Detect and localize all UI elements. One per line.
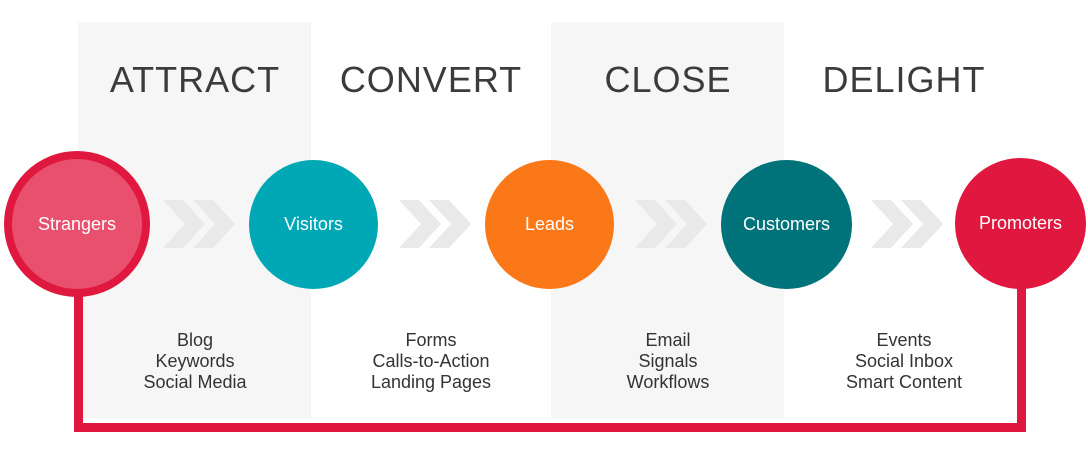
- tool-item: Smart Content: [845, 372, 963, 392]
- stage-label: Visitors: [284, 214, 343, 234]
- chevron-shape: [429, 200, 471, 248]
- delight-tools-list: Events Social Inbox Smart Content: [786, 330, 1022, 393]
- chevron-right-icon: [635, 200, 707, 248]
- stage-circle-customers: Customers: [721, 160, 852, 289]
- tool-item: Landing Pages: [370, 372, 492, 392]
- convert-tools-list: Forms Calls-to-Action Landing Pages: [313, 330, 549, 393]
- stage-label: Promoters: [978, 213, 1063, 233]
- chevron-right-icon: [163, 200, 235, 248]
- tool-item: Blog: [176, 330, 214, 350]
- tool-item: Email: [645, 330, 691, 350]
- promoter-feedback-loop: [74, 284, 1026, 432]
- stage-label: Customers: [742, 214, 831, 234]
- chevron-shape: [901, 200, 943, 248]
- tool-item: Signals: [638, 351, 698, 371]
- stage-label: Strangers: [37, 213, 117, 234]
- chevron-right-icon: [399, 200, 471, 248]
- chevron-shape: [871, 200, 913, 248]
- chevron-right-icon: [871, 200, 943, 248]
- stage-circle-strangers: Strangers: [4, 151, 150, 297]
- tool-item: Workflows: [626, 372, 710, 392]
- stage-circle-leads: Leads: [485, 160, 614, 289]
- chevron-shape: [665, 200, 707, 248]
- tool-item: Events: [876, 330, 932, 350]
- phase-heading-delight: DELIGHT: [822, 59, 986, 100]
- close-tools-list: Email Signals Workflows: [550, 330, 786, 393]
- tool-item: Forms: [405, 330, 457, 350]
- phase-heading-convert: CONVERT: [339, 59, 523, 100]
- tool-item: Keywords: [155, 351, 235, 371]
- phase-heading-attract: ATTRACT: [109, 59, 281, 100]
- stage-circle-promoters: Promoters: [955, 158, 1086, 289]
- chevron-shape: [635, 200, 677, 248]
- attract-tools-list: Blog Keywords Social Media: [77, 330, 313, 393]
- chevron-shape: [163, 200, 205, 248]
- tool-item: Social Media: [143, 372, 247, 392]
- tool-item: Calls-to-Action: [372, 351, 490, 371]
- stage-circle-visitors: Visitors: [249, 160, 378, 289]
- stage-label: Leads: [524, 214, 575, 234]
- tool-item: Social Inbox: [854, 351, 954, 371]
- chevron-shape: [193, 200, 235, 248]
- chevron-shape: [399, 200, 441, 248]
- phase-heading-close: CLOSE: [604, 59, 732, 100]
